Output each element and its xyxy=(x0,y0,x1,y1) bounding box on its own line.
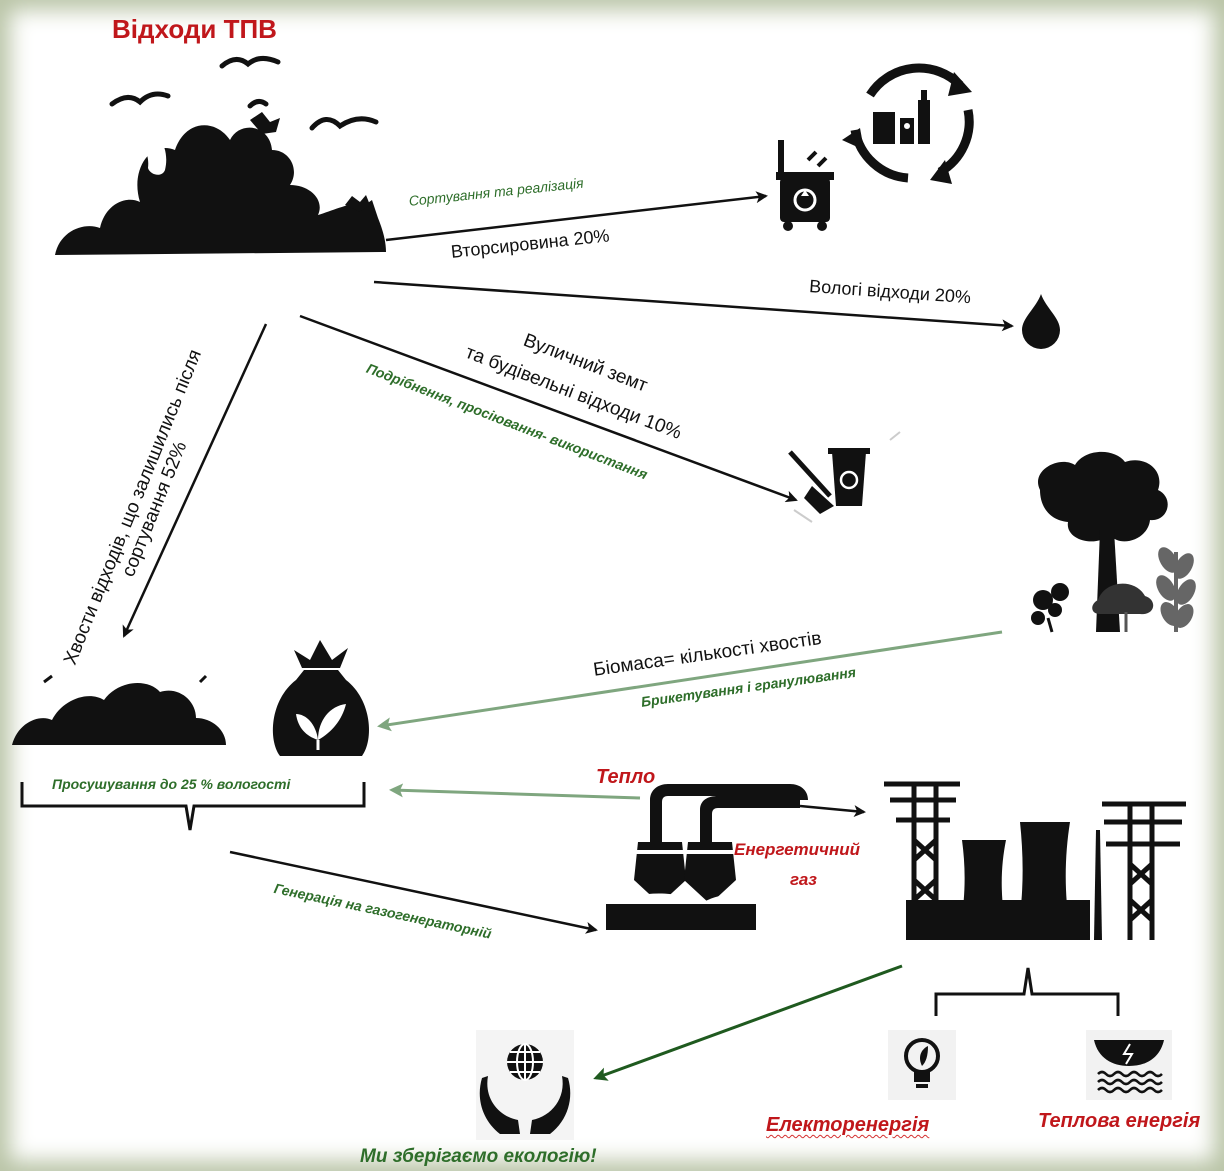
power-plant-icon xyxy=(884,781,1186,940)
birds-icon xyxy=(109,56,379,131)
arrow-heat xyxy=(389,783,641,800)
flow-arrows xyxy=(122,191,1014,1081)
label-gas-line1: Енергетичний xyxy=(734,840,860,859)
arrow-gas-to-plant xyxy=(799,804,866,818)
arrow-to-street-waste xyxy=(299,314,798,503)
drying-brace xyxy=(20,782,366,831)
label-ecology: Ми зберігаємо екологію! xyxy=(360,1146,597,1167)
label-heat: Тепло xyxy=(596,766,656,788)
output-brace xyxy=(934,967,1120,1016)
recycle-cycle-icon xyxy=(842,63,974,184)
arrow-to-wet-waste xyxy=(373,280,1014,332)
arrow-to-tails xyxy=(122,323,268,638)
recycle-bin-icon xyxy=(776,140,834,231)
label-thermal-energy: Теплова енергія xyxy=(1038,1110,1201,1132)
lightbulb-icon xyxy=(888,1030,956,1100)
tails-pile-icon xyxy=(12,674,226,745)
heating-icon xyxy=(1086,1030,1172,1100)
water-drop-icon xyxy=(1022,294,1060,349)
label-gas-line2: газ xyxy=(790,870,817,889)
globe-hands-icon xyxy=(476,1030,574,1140)
gasifier-icon xyxy=(606,784,808,930)
arrow-to-ecology xyxy=(593,964,903,1081)
arrow-to-gasifier xyxy=(229,850,598,934)
trees-icon xyxy=(1031,451,1196,633)
bio-bag-icon xyxy=(272,640,370,756)
arrow-to-recycling xyxy=(385,191,768,242)
label-electricity: Електоренергія xyxy=(766,1114,930,1136)
arrow-biomass xyxy=(377,630,1003,732)
broom-bin-icon xyxy=(788,431,901,523)
label-drying: Просушування до 25 % вологості xyxy=(52,776,291,792)
diagram-title: Відходи ТПВ xyxy=(112,14,277,44)
garbage-pile-icon xyxy=(55,112,386,255)
